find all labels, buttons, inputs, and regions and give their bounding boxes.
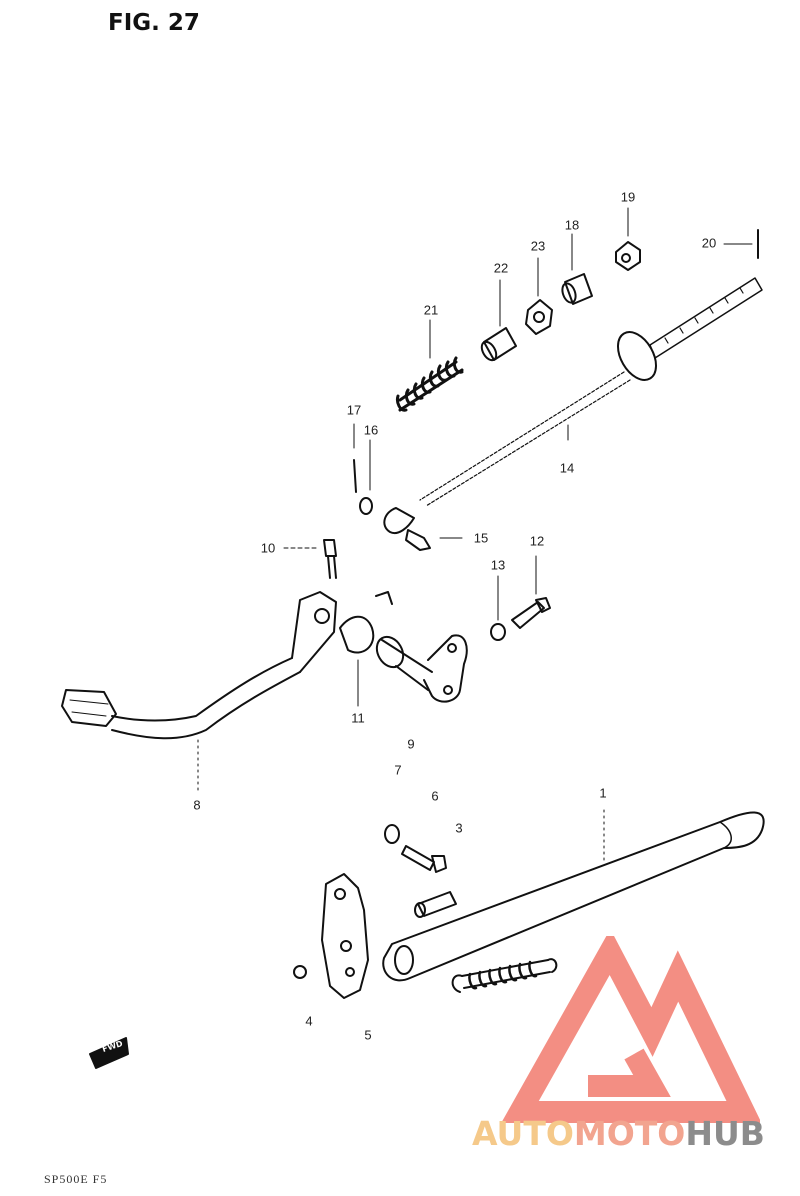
part-18-joint (561, 233, 593, 305)
callout-21: 21 (423, 302, 439, 318)
part-14-brake-rod (383, 277, 763, 534)
callout-9: 9 (407, 736, 415, 752)
part-15-pin (405, 529, 463, 551)
callout-18: 18 (564, 217, 580, 233)
part-16-washer (359, 439, 373, 515)
part-22-sleeve (480, 279, 517, 362)
part-5-bracket (293, 873, 369, 999)
part-1-side-stand (382, 809, 765, 982)
callout-10: 10 (260, 540, 276, 556)
stand-spring (451, 958, 558, 993)
figure-title: FIG. 27 (108, 10, 200, 36)
stand-pivot-bolt (414, 891, 457, 918)
callout-7: 7 (394, 762, 402, 778)
part-11-pivot-arm (339, 591, 468, 707)
callout-4: 4 (305, 1013, 313, 1029)
footer-model-code: SP500E F5 (44, 1172, 108, 1186)
callout-5: 5 (364, 1027, 372, 1043)
callout-8: 8 (193, 797, 201, 813)
part-23-nut (525, 257, 553, 335)
part-17-cotter-pin (353, 423, 357, 493)
part-13-washer (490, 575, 506, 641)
watermark-logo (501, 936, 760, 1123)
callout-20: 20 (701, 235, 717, 251)
watermark-moto: MOTO (573, 1114, 686, 1153)
fwd-arrow-icon (89, 1037, 129, 1069)
watermark-wordmark: AUTOMOTOHUB (472, 1114, 765, 1153)
part-20-pin (723, 229, 759, 259)
callout-23: 23 (530, 238, 546, 254)
callout-1: 1 (599, 785, 607, 801)
part-3-bolt (384, 824, 447, 873)
callout-11: 11 (351, 710, 365, 726)
part-8-brake-pedal (61, 591, 337, 791)
part-21-spring (396, 319, 464, 412)
callout-15: 15 (473, 530, 489, 546)
part-12-bolt (511, 555, 551, 629)
part-10-bolt (283, 539, 337, 579)
callout-6: 6 (431, 788, 439, 804)
callout-3: 3 (455, 820, 463, 836)
callout-17: 17 (346, 402, 362, 418)
callout-16: 16 (363, 422, 379, 438)
callout-13: 13 (490, 557, 506, 573)
watermark-hub: HUB (685, 1114, 765, 1153)
callout-14: 14 (559, 460, 575, 476)
part-19-nut (615, 207, 641, 271)
watermark-auto: AUTO (472, 1114, 574, 1153)
callout-19: 19 (620, 189, 636, 205)
callout-12: 12 (529, 533, 545, 549)
callout-22: 22 (493, 260, 509, 276)
